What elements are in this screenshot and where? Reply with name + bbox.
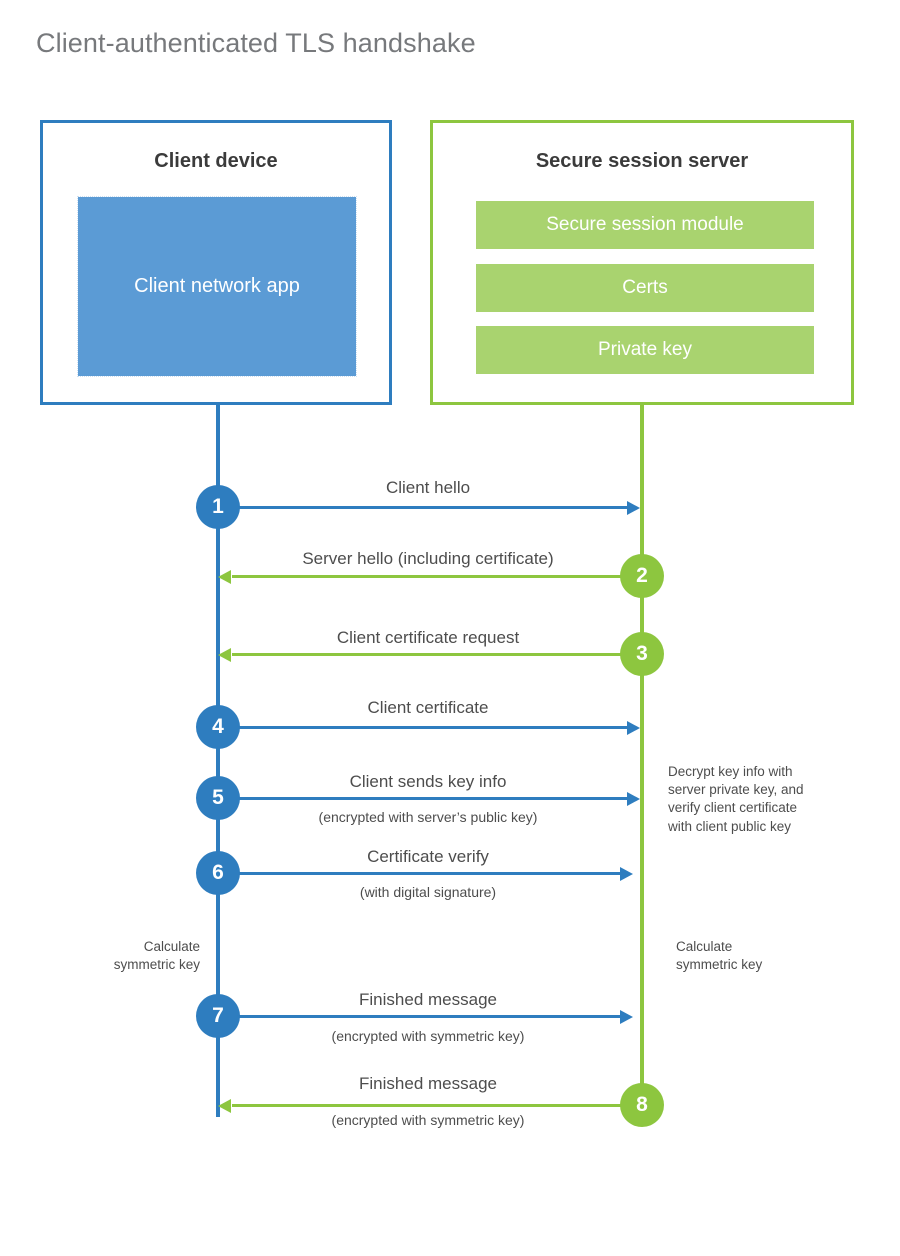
step-5-sublabel: (encrypted with server’s public key) [318, 809, 538, 825]
step-badge-4[interactable]: 4 [196, 705, 240, 749]
server-module-secure-session-module: Secure session module [476, 201, 814, 249]
step-4-label: Client certificate [367, 698, 489, 717]
server-calculate-note-line2: symmetric key [676, 957, 763, 973]
step-4-arrow-line [218, 726, 636, 729]
server-module-label: Private key [598, 339, 692, 360]
step-badge-8[interactable]: 8 [620, 1083, 664, 1127]
step-4-arrow-head-icon [627, 721, 640, 735]
step-8-sublabel: (encrypted with symmetric key) [331, 1112, 525, 1128]
step-badge-2[interactable]: 2 [620, 554, 664, 598]
step-8-arrow-head-icon [218, 1099, 231, 1113]
step-1-label: Client hello [385, 478, 471, 497]
client-app-label-line1: Client network [134, 275, 261, 297]
server-decrypt-note-line1: Decrypt key info with [668, 764, 793, 779]
step-3-arrow-head-icon [218, 648, 231, 662]
server-calculate-symmetric-key-note: Calculate symmetric key [676, 938, 826, 974]
client-device-title: Client device [154, 150, 278, 172]
server-module-certs: Certs [476, 264, 814, 312]
step-badge-1[interactable]: 1 [196, 485, 240, 529]
step-7-sublabel: (encrypted with symmetric key) [331, 1028, 525, 1044]
step-2-arrow-head-icon [218, 570, 231, 584]
step-6-sublabel: (with digital signature) [359, 884, 497, 900]
server-decrypt-note-line2: server private key, and [668, 782, 804, 798]
step-5-label: Client sends key info [349, 772, 507, 791]
page-title: Client-authenticated TLS handshake [36, 28, 476, 58]
server-module-private-key: Private key [476, 326, 814, 374]
secure-session-server-box: Secure session server Secure session mod… [430, 120, 854, 405]
secure-session-server-title: Secure session server [535, 150, 749, 172]
server-decrypt-note-line4: with client public key [668, 818, 792, 834]
client-device-box: Client device Client network app [40, 120, 392, 405]
client-lifeline [216, 403, 220, 1117]
step-2-arrow-line [232, 575, 640, 578]
step-5-arrow-line [218, 797, 636, 800]
server-module-label: Secure session module [546, 214, 744, 235]
step-7-arrow-head-icon [620, 1010, 633, 1024]
client-app-label-line2: app [266, 275, 300, 297]
step-6-arrow-head-icon [620, 867, 633, 881]
client-calculate-symmetric-key-note: Calculate symmetric key [60, 938, 200, 974]
step-5-arrow-head-icon [627, 792, 640, 806]
step-badge-7[interactable]: 7 [196, 994, 240, 1038]
client-network-app-block: Client network app [77, 196, 357, 377]
client-calculate-note-line2: symmetric key [113, 957, 200, 973]
step-7-arrow-line [218, 1015, 629, 1018]
step-3-arrow-line [232, 653, 640, 656]
step-3-label: Client certificate request [336, 628, 520, 647]
step-1-arrow-head-icon [627, 501, 640, 515]
server-module-label: Certs [622, 277, 668, 298]
server-calculate-note-line1: Calculate [676, 939, 733, 954]
step-7-label: Finished message [359, 990, 497, 1009]
step-8-label: Finished message [359, 1074, 497, 1093]
step-badge-3[interactable]: 3 [620, 632, 664, 676]
client-calculate-note-line1: Calculate [143, 939, 200, 954]
server-decrypt-note: Decrypt key info with server private key… [668, 763, 838, 836]
step-badge-5[interactable]: 5 [196, 776, 240, 820]
step-2-label: Server hello (including certificate) [302, 549, 554, 568]
server-lifeline [640, 403, 644, 1107]
step-8-arrow-line [232, 1104, 640, 1107]
step-6-label: Certificate verify [367, 847, 489, 866]
step-badge-6[interactable]: 6 [196, 851, 240, 895]
server-decrypt-note-line3: verify client certificate [668, 800, 798, 816]
step-1-arrow-line [218, 506, 636, 509]
step-6-arrow-line [218, 872, 629, 875]
